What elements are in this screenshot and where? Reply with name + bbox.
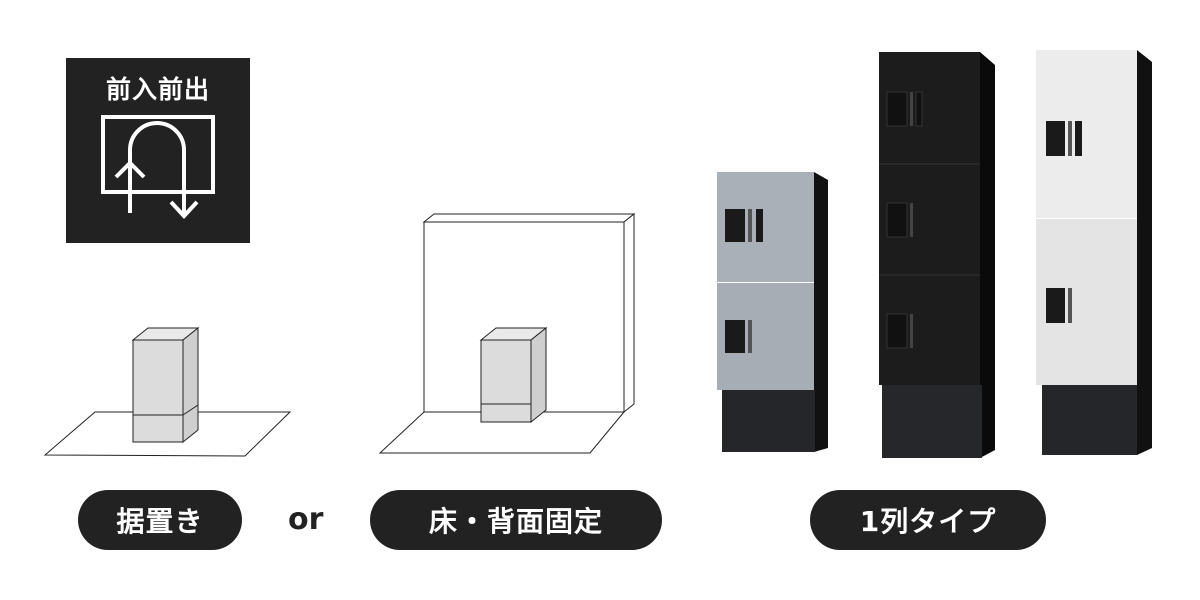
freestanding-label: 据置き [78, 490, 242, 550]
floor-wall-fixed-diagram [378, 212, 636, 454]
single-column-type-label: 1列タイプ [810, 490, 1046, 550]
floor-wall-fixed-label: 床・背面固定 [370, 490, 662, 550]
or-label: or [288, 502, 324, 537]
u-turn-arrow-icon [101, 115, 215, 219]
freestanding-diagram [43, 326, 292, 457]
front-in-front-out-badge [66, 58, 250, 243]
silver-locker [717, 172, 828, 452]
white-locker [1036, 50, 1152, 455]
black-locker [879, 52, 995, 458]
badge-title: 前入前出 [105, 75, 210, 104]
